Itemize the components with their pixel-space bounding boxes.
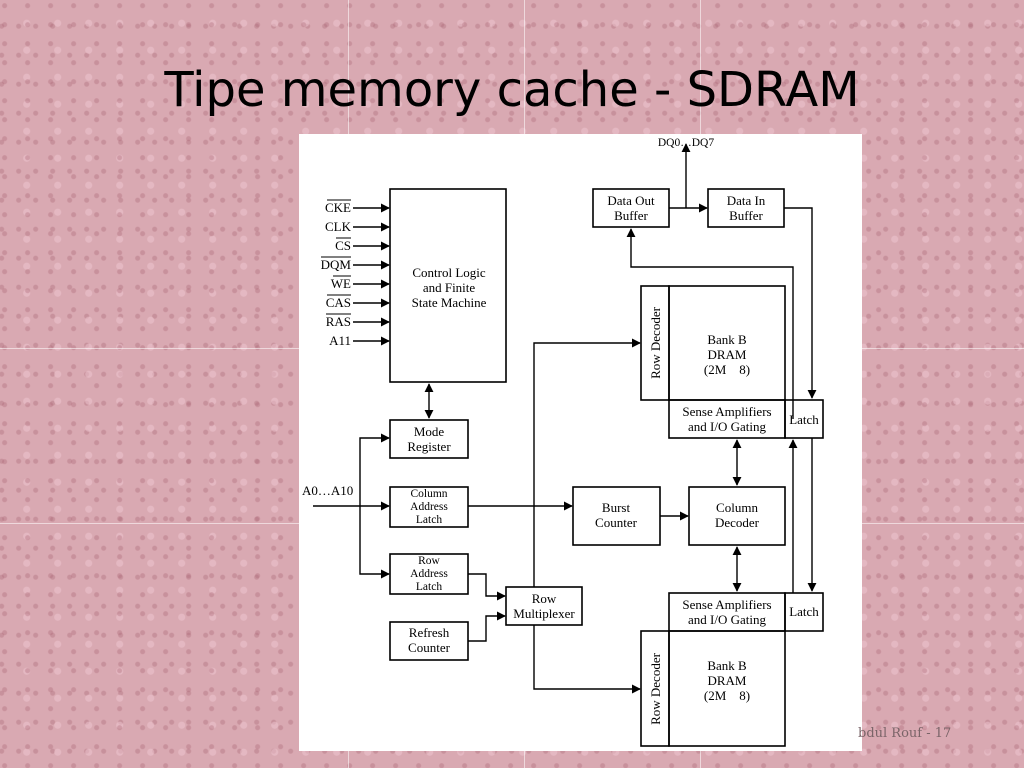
refresh-counter-line-2: Counter	[408, 640, 451, 655]
sense-amp-top-line-1: Sense Amplifiers	[682, 404, 771, 419]
latch-top-label: Latch	[789, 412, 819, 427]
block-outlines	[389, 188, 824, 747]
row-address-latch-line-3: Latch	[416, 581, 442, 593]
column-address-latch-line-3: Latch	[416, 514, 442, 526]
input-we: WE	[331, 276, 351, 291]
bank-top-line-2: DRAM	[707, 347, 746, 362]
data-bus-label: DQ0…DQ7	[658, 137, 714, 149]
input-cke: CKE	[325, 200, 351, 215]
address-input-label: A0…A10	[302, 483, 353, 498]
bank-top-line-3: (2M 8)	[704, 362, 750, 377]
overline-marks	[321, 199, 351, 315]
bank-top-line-1: Bank B	[707, 332, 747, 347]
column-decoder-box	[688, 486, 786, 546]
bank-bottom-line-2: DRAM	[707, 673, 746, 688]
data-out-buffer-line-2: Buffer	[614, 208, 648, 223]
row-decoder-bottom-label: Row Decoder	[648, 652, 663, 725]
burst-counter-line-2: Counter	[595, 515, 638, 530]
control-logic-box	[389, 188, 507, 383]
input-cs: CS	[335, 238, 351, 253]
control-logic-line-2: and Finite	[423, 280, 476, 295]
input-clk: CLK	[325, 219, 352, 234]
block-labels: Control Logic and Finite State Machine M…	[407, 193, 819, 725]
control-logic-line-1: Control Logic	[412, 265, 486, 280]
refresh-counter-line-1: Refresh	[409, 625, 450, 640]
data-in-buffer-line-2: Buffer	[729, 208, 763, 223]
input-cas: CAS	[326, 295, 351, 310]
mode-register-box	[389, 419, 469, 459]
input-dqm: DQM	[321, 257, 352, 272]
control-logic-line-3: State Machine	[412, 295, 487, 310]
mode-register-line-2: Register	[407, 439, 451, 454]
sdram-block-diagram: CKE CLK CS DQM WE CAS RAS A11 A0…A10 DQ0…	[299, 134, 862, 751]
column-decoder-line-2: Decoder	[715, 515, 760, 530]
column-address-latch-box	[389, 486, 469, 528]
slide-title: Tipe memory cache - SDRAM	[164, 62, 860, 118]
row-multiplexer-line-2: Multiplexer	[513, 606, 575, 621]
row-multiplexer-line-1: Row	[532, 591, 557, 606]
burst-counter-line-1: Burst	[602, 500, 631, 515]
bank-bottom-line-1: Bank B	[707, 658, 747, 673]
input-ras: RAS	[326, 314, 351, 329]
control-input-labels: CKE CLK CS DQM WE CAS RAS A11	[321, 200, 352, 348]
connection-lines	[313, 143, 817, 694]
row-decoder-top-label: Row Decoder	[648, 306, 663, 379]
bank-bottom-line-3: (2M 8)	[704, 688, 750, 703]
row-address-latch-line-2: Address	[410, 568, 448, 580]
data-out-buffer-line-1: Data Out	[607, 193, 655, 208]
column-address-latch-line-2: Address	[410, 501, 448, 513]
column-decoder-line-1: Column	[716, 500, 758, 515]
latch-top-box	[784, 399, 824, 439]
sense-amp-bottom-line-2: and I/O Gating	[688, 612, 766, 627]
bank-bottom-box	[668, 630, 786, 747]
sense-amp-bottom-line-1: Sense Amplifiers	[682, 597, 771, 612]
data-in-buffer-line-1: Data In	[727, 193, 766, 208]
mode-register-line-1: Mode	[414, 424, 445, 439]
sense-amp-top-line-2: and I/O Gating	[688, 419, 766, 434]
row-multiplexer-box	[505, 586, 583, 626]
input-a11: A11	[329, 333, 351, 348]
slide-footer: bdul Rouf - 17	[858, 726, 952, 741]
latch-bottom-label: Latch	[789, 604, 819, 619]
row-address-latch-line-1: Row	[418, 555, 440, 567]
column-address-latch-line-1: Column	[410, 488, 447, 500]
latch-bottom-box	[784, 592, 824, 632]
